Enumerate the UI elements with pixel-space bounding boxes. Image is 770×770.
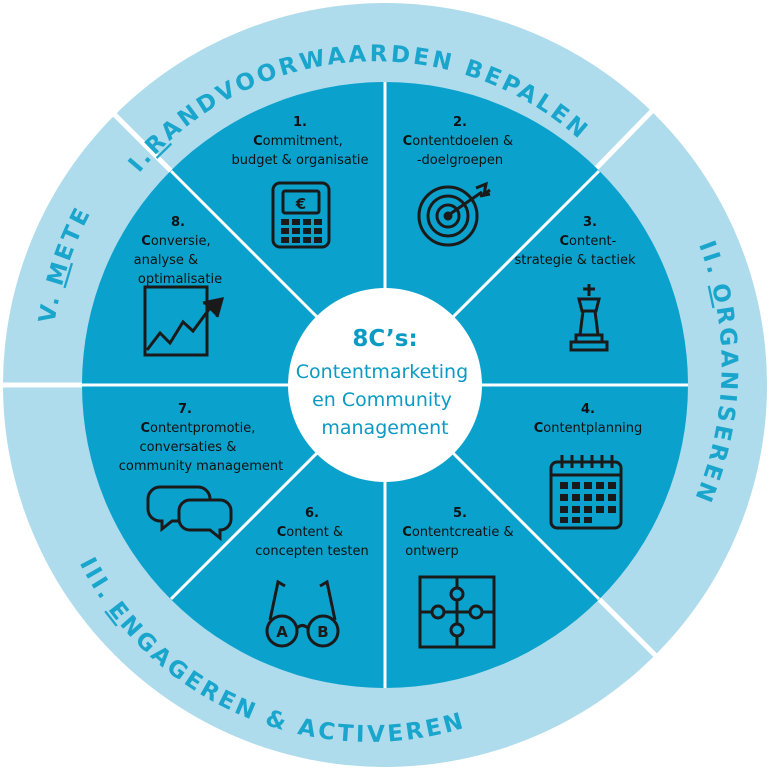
segment-2: 2. Contentdoelen & -doelgroepen [403,115,518,247]
segment-8-label: Conversie, analyse & optimalisatie [134,234,222,287]
growth-chart-icon [143,285,225,357]
segment-4-number: 4. [581,402,595,417]
chess-king-icon [569,284,609,352]
segment-3-label: Content- strategie & tactiek [515,234,636,268]
segment-7-label: Contentpromotie, conversaties & communit… [119,421,284,474]
segment-1-number: 1. [293,115,307,130]
center-title: 8C’s: [352,326,417,352]
segment-5: 5. Contentcreatie & ontwerp [402,506,517,649]
segment-6-label: Content & concepten testen [255,525,368,559]
segment-3: 3. Content- strategie & tactiek [515,215,636,352]
segment-7-number: 7. [178,402,192,417]
speech-bubbles-icon [146,485,233,542]
euro-symbol: € [295,195,306,213]
segment-5-number: 5. [453,506,467,521]
segment-1: 1. Commitment, budget & organisatie € [231,115,369,249]
calculator-icon: € [271,181,331,249]
segment-7: 7. Contentpromotie, conversaties & commu… [119,402,284,542]
segment-4-label: Contentplanning [534,421,643,436]
puzzle-icon [418,575,496,649]
center-circle [288,288,482,482]
segment-6-number: 6. [305,506,319,521]
target-icon [417,181,491,247]
center-subtitle: Contentmarketing en Community management [296,361,474,439]
segment-5-label: Contentcreatie & ontwerp [402,525,517,559]
glasses-letter-a: A [276,623,288,641]
segment-2-number: 2. [453,115,467,130]
segment-4: 4. Contentplanning [534,402,643,530]
segment-8: 8. Conversie, analyse & optimalisatie [134,215,225,357]
segment-6: 6. Content & concepten testen A B [255,506,369,648]
calendar-icon [549,455,623,530]
segment-3-number: 3. [583,215,597,230]
segment-1-label: Commitment, budget & organisatie [231,134,368,168]
ab-glasses-icon: A B [265,579,340,648]
segment-8-number: 8. [171,215,185,230]
segment-2-label: Contentdoelen & -doelgroepen [403,134,518,168]
glasses-letter-b: B [317,623,328,641]
